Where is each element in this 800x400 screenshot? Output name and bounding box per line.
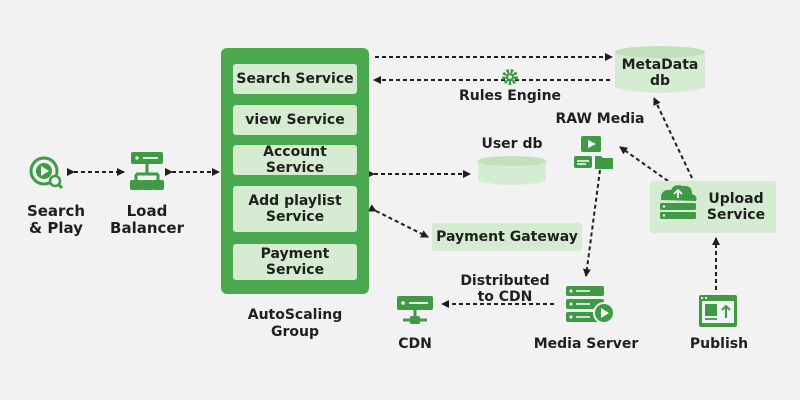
cdn-label: CDN <box>398 336 432 352</box>
publish-label: Publish <box>689 336 749 352</box>
account-service-label: Account Service <box>263 144 327 176</box>
autoscaling-group: Search Service view Service Account Serv… <box>221 48 369 294</box>
load-balancer-label: Load Balancer <box>102 203 192 237</box>
media-server-label: Media Server <box>533 336 639 352</box>
user-db-label: User db <box>481 136 543 152</box>
cdn-server-icon <box>397 296 433 324</box>
metadata-db-label-line1: MetaData <box>621 57 699 73</box>
payment-gateway-label: Payment Gateway <box>436 229 578 245</box>
rules-engine-label: Rules Engine <box>458 88 562 104</box>
distributed-to-cdn-label: Distributed to CDN <box>452 273 558 305</box>
publish-icon <box>699 295 737 327</box>
media-server-icon <box>566 286 615 324</box>
payment-gateway[interactable]: Payment Gateway <box>432 223 582 251</box>
upload-service-label-line1: Upload <box>708 191 764 207</box>
search-play-label-line2: & Play <box>29 219 83 237</box>
metadata-db-label-line2: db <box>649 73 671 89</box>
load-balancer-label-line1: Load <box>126 202 168 220</box>
arrow-playlist-gateway <box>367 204 429 238</box>
load-balancer-icon <box>130 152 164 190</box>
autoscaling-group-label-line1: AutoScaling <box>247 307 343 323</box>
arrow-upload-metadata <box>653 97 693 179</box>
payment-service[interactable]: Payment Service <box>233 244 357 280</box>
search-service[interactable]: Search Service <box>233 64 357 94</box>
search-service-label: Search Service <box>236 71 354 87</box>
payment-service-label-line2: Service <box>265 262 325 278</box>
metadata-db-cylinder <box>615 46 705 93</box>
arrow-upload-rawmedia <box>619 146 669 182</box>
cloud-upload-icon <box>660 185 697 219</box>
distributed-label-line2: to CDN <box>477 289 533 305</box>
add-playlist-service-label-line2: Service <box>265 209 325 225</box>
upload-service-label[interactable]: Upload Service <box>700 191 772 223</box>
distributed-label-line1: Distributed <box>460 273 550 289</box>
load-balancer-label-line2: Balancer <box>110 219 184 237</box>
search-play-label-line1: Search <box>26 202 86 220</box>
search-play-label: Search & Play <box>16 203 96 237</box>
account-service[interactable]: Account Service <box>233 144 357 176</box>
payment-service-label-line1: Payment <box>260 246 330 262</box>
upload-service-label-line2: Service <box>706 207 766 223</box>
autoscaling-group-label: AutoScaling Group <box>230 307 360 341</box>
add-playlist-service[interactable]: Add playlist Service <box>233 186 357 232</box>
raw-media-icon <box>574 136 613 169</box>
view-service-label: view Service <box>245 112 345 128</box>
autoscaling-group-label-line2: Group <box>270 324 319 340</box>
user-db-cylinder <box>478 156 546 185</box>
raw-media-label: RAW Media <box>555 111 645 127</box>
add-playlist-service-label-line1: Add playlist <box>248 193 342 209</box>
play-search-icon <box>29 156 64 190</box>
view-service[interactable]: view Service <box>233 105 357 135</box>
metadata-db-label: MetaData db <box>615 57 705 89</box>
arrow-rawmedia-mediaserver <box>582 169 601 277</box>
gear-icon <box>502 69 518 85</box>
